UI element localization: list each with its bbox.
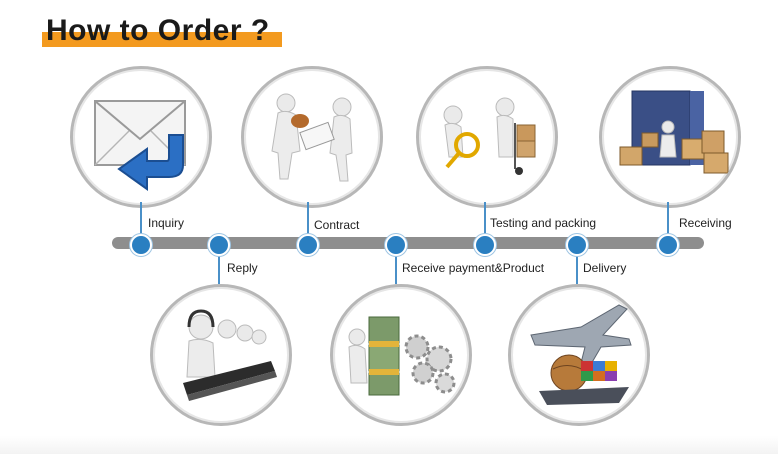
title-underline — [42, 32, 282, 47]
timeline-bar — [112, 237, 704, 249]
plane-ship-globe-icon — [530, 304, 632, 405]
reply-circle — [150, 284, 292, 426]
delivery-connector — [576, 244, 578, 284]
receiving-label: Receiving — [679, 216, 732, 230]
inquiry-connector — [140, 202, 142, 242]
contract-node — [297, 234, 319, 256]
container-boxes-icon — [619, 90, 729, 174]
receiving-node — [657, 234, 679, 256]
receiving-connector — [667, 202, 669, 242]
testing-label: Testing and packing — [490, 216, 597, 230]
testing-circle — [416, 66, 558, 208]
call-center-icon — [183, 309, 277, 401]
contract-label: Contract — [314, 218, 360, 232]
delivery-node — [566, 234, 588, 256]
payment-node — [385, 234, 407, 256]
contract-connector — [307, 202, 309, 242]
testing-node — [474, 234, 496, 256]
page-title: How to Order ? — [46, 14, 270, 47]
reply-connector — [218, 244, 220, 284]
payment-connector — [395, 244, 397, 284]
money-gears-icon — [348, 316, 456, 396]
envelope-reply-icon — [94, 100, 186, 191]
payment-label: Receive payment&Product — [402, 261, 545, 275]
payment-circle — [330, 284, 472, 426]
delivery-label: Delivery — [583, 261, 627, 275]
reply-node — [208, 234, 230, 256]
inspection-cart-icon — [443, 97, 536, 175]
receiving-circle — [599, 66, 741, 208]
bottom-shadow — [0, 436, 778, 454]
reply-label: Reply — [227, 261, 258, 275]
inquiry-circle — [70, 66, 212, 208]
handshake-contract-icon — [271, 93, 353, 182]
inquiry-label: Inquiry — [148, 216, 185, 230]
inquiry-node — [130, 234, 152, 256]
contract-circle — [241, 66, 383, 208]
delivery-circle — [508, 284, 650, 426]
testing-connector — [484, 202, 486, 242]
